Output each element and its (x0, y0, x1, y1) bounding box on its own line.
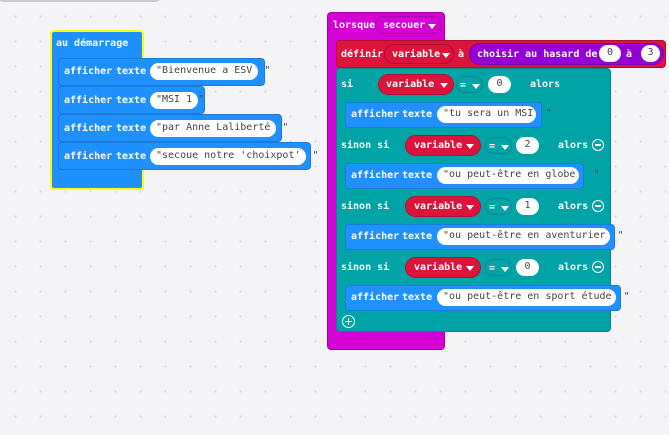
text-label: texte (116, 66, 147, 77)
random-min-input[interactable]: 0 (599, 45, 621, 62)
gesture-dropdown[interactable]: secouer (375, 16, 441, 34)
compare-value-input[interactable]: 1 (516, 198, 539, 215)
string-input[interactable]: "ou peut-être en sport étude " (437, 289, 630, 306)
variable-reporter[interactable] (405, 135, 481, 156)
chevron-down-icon (466, 205, 474, 210)
then-label: alors (558, 140, 589, 151)
compare-value-input[interactable]: 0 (488, 76, 511, 93)
chevron-down-icon (501, 267, 509, 272)
text-label: texte (402, 170, 433, 181)
chevron-down-icon (440, 83, 448, 88)
string-input[interactable]: "ou peut-être en globe " (437, 167, 600, 184)
show-label: afficher (351, 109, 400, 120)
to-label: à (458, 49, 465, 60)
text-label: texte (116, 95, 147, 106)
string-input[interactable]: "par Anne Laliberté " (150, 120, 288, 137)
chevron-down-icon (501, 145, 509, 150)
compare-value-input[interactable]: 2 (516, 137, 539, 154)
text-label: texte (402, 231, 433, 242)
variable-name: variable (392, 49, 441, 60)
string-input[interactable]: "ou peut-être en aventurier " (437, 228, 624, 245)
string-input[interactable]: "tu sera un MSI " (437, 106, 551, 123)
variable-reporter[interactable] (378, 74, 454, 95)
random-max-input[interactable]: 3 (641, 45, 660, 62)
then-label: alors (530, 79, 561, 90)
remove-branch-icon[interactable] (592, 261, 604, 273)
set-label: définir (341, 49, 384, 60)
operator-label: = (489, 202, 496, 213)
variable-reporter[interactable] (405, 257, 481, 278)
else-if-label: sinon si (341, 262, 390, 273)
chevron-down-icon (501, 206, 509, 211)
variable-reporter[interactable] (405, 196, 481, 217)
text-label: texte (116, 151, 147, 162)
then-label: alors (558, 262, 589, 273)
then-label: alors (558, 201, 589, 212)
show-label: afficher (64, 123, 113, 134)
operator-label: = (489, 141, 496, 152)
remove-branch-icon[interactable] (592, 139, 604, 151)
add-branch-icon[interactable] (342, 315, 355, 328)
variable-name: variable (414, 201, 463, 212)
gesture-value: secouer (383, 20, 426, 31)
show-label: afficher (64, 95, 113, 106)
if-label: si (341, 79, 354, 90)
show-label: afficher (351, 231, 400, 242)
else-if-label: sinon si (341, 140, 390, 151)
on-start-label: au démarrage (56, 38, 129, 49)
variable-name: variable (414, 262, 463, 273)
operator-label: = (460, 80, 467, 91)
string-input[interactable]: "secoue notre 'choixpot' " (150, 148, 319, 165)
string-input[interactable]: "MSI 1 " (150, 92, 204, 109)
variable-name: variable (386, 79, 435, 90)
string-input[interactable]: "Bienvenue a ESV " (150, 63, 270, 80)
show-label: afficher (64, 151, 113, 162)
chevron-down-icon (466, 266, 474, 271)
on-gesture-label: lorsque (333, 20, 376, 31)
chevron-down-icon (466, 144, 474, 149)
text-label: texte (116, 123, 147, 134)
chevron-down-icon (428, 24, 436, 29)
random-label: choisir au hasard de (477, 49, 598, 60)
remove-branch-icon[interactable] (592, 200, 604, 212)
else-if-label: sinon si (341, 201, 390, 212)
variable-dropdown[interactable]: variable (384, 44, 454, 64)
variable-name: variable (414, 140, 463, 151)
chevron-down-icon (472, 84, 480, 89)
text-label: texte (402, 292, 433, 303)
show-label: afficher (351, 292, 400, 303)
chevron-down-icon (442, 53, 450, 58)
operator-label: = (489, 263, 496, 274)
show-label: afficher (351, 170, 400, 181)
show-label: afficher (64, 66, 113, 77)
text-label: texte (402, 109, 433, 120)
range-to-label: à (626, 49, 633, 60)
toolbox-edge (0, 0, 164, 2)
compare-value-input[interactable]: 0 (516, 259, 539, 276)
